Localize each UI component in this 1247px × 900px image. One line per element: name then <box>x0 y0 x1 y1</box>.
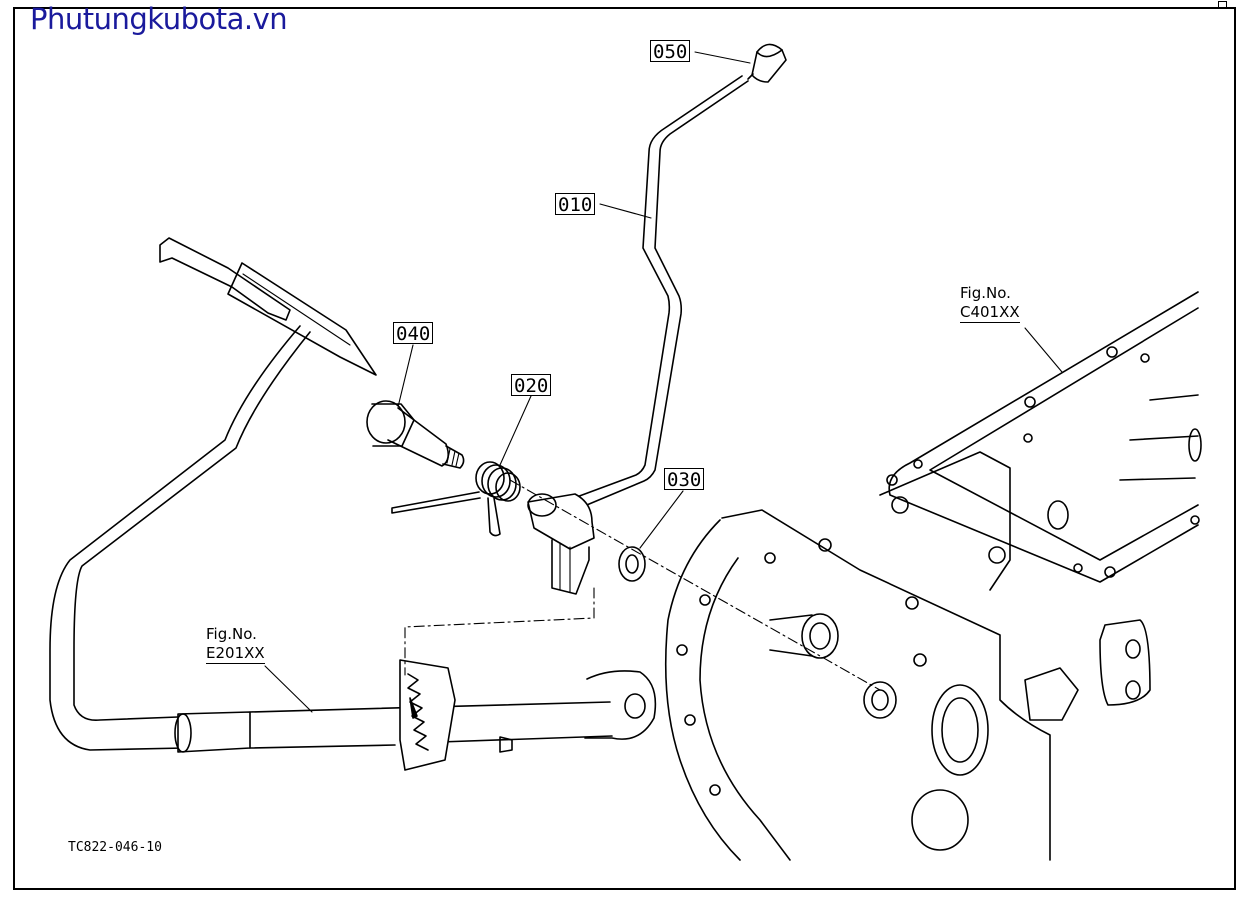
lever-collar-bracket <box>527 493 595 595</box>
callout-030[interactable]: 030 <box>664 468 705 491</box>
site-watermark: Phutungkubota.vn <box>30 2 288 36</box>
drawing-frame <box>13 7 1236 890</box>
callout-040[interactable]: 040 <box>393 322 434 345</box>
corner-mark <box>1218 1 1227 9</box>
figure-ref-c401-line2: C401XX <box>960 303 1020 323</box>
figure-ref-c401-line1: Fig.No. <box>960 284 1011 302</box>
drawing-id-label: TC822-046-10 <box>68 840 162 855</box>
assembly-centerline <box>404 479 881 691</box>
figure-ref-e201-line1: Fig.No. <box>206 625 257 643</box>
figure-ref-e201-line2: E201XX <box>206 644 265 664</box>
part-010-lever-rod <box>573 75 749 508</box>
transmission-housing <box>664 291 1202 861</box>
part-030-washer <box>618 546 646 582</box>
callout-020[interactable]: 020 <box>511 374 552 397</box>
part-050-grip-knob <box>747 43 787 83</box>
figure-ref-e201[interactable]: Fig.No. E201XX <box>206 625 265 664</box>
figure-ref-c401[interactable]: Fig.No. C401XX <box>960 284 1020 323</box>
brake-pedal <box>49 237 377 751</box>
callout-050[interactable]: 050 <box>650 40 691 63</box>
callout-010[interactable]: 010 <box>555 193 596 216</box>
part-020-torsion-spring <box>391 461 521 537</box>
cross-shaft <box>174 659 657 771</box>
leader-lines <box>264 51 1063 713</box>
part-040-shoulder-bolt <box>366 400 465 469</box>
